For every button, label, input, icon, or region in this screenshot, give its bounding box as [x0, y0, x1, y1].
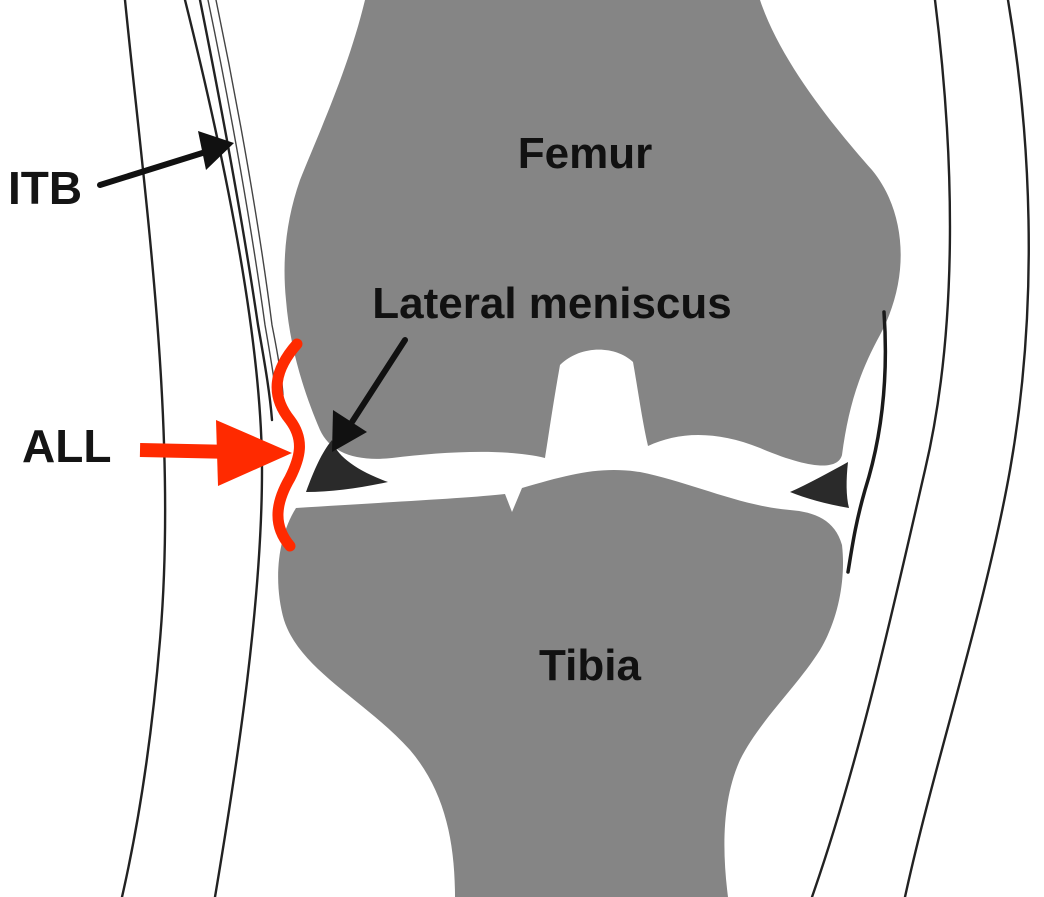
- itb-strand: [208, 0, 278, 410]
- femur-bone: [285, 0, 901, 465]
- medial-meniscus: [790, 462, 849, 508]
- femur-label: Femur: [518, 129, 652, 178]
- all-label: ALL: [22, 420, 111, 472]
- itb-arrow-shaft: [100, 150, 212, 185]
- itb-arrow: [100, 131, 234, 185]
- outer-skin-right-line: [905, 0, 1029, 897]
- tibia-label: Tibia: [539, 641, 641, 690]
- itb-strand: [216, 0, 283, 395]
- lateral-meniscus-label: Lateral meniscus: [372, 279, 732, 328]
- all-arrowhead: [216, 420, 292, 486]
- itb-band: [200, 0, 283, 420]
- itb-strand: [200, 0, 272, 420]
- itb-label: ITB: [8, 162, 82, 214]
